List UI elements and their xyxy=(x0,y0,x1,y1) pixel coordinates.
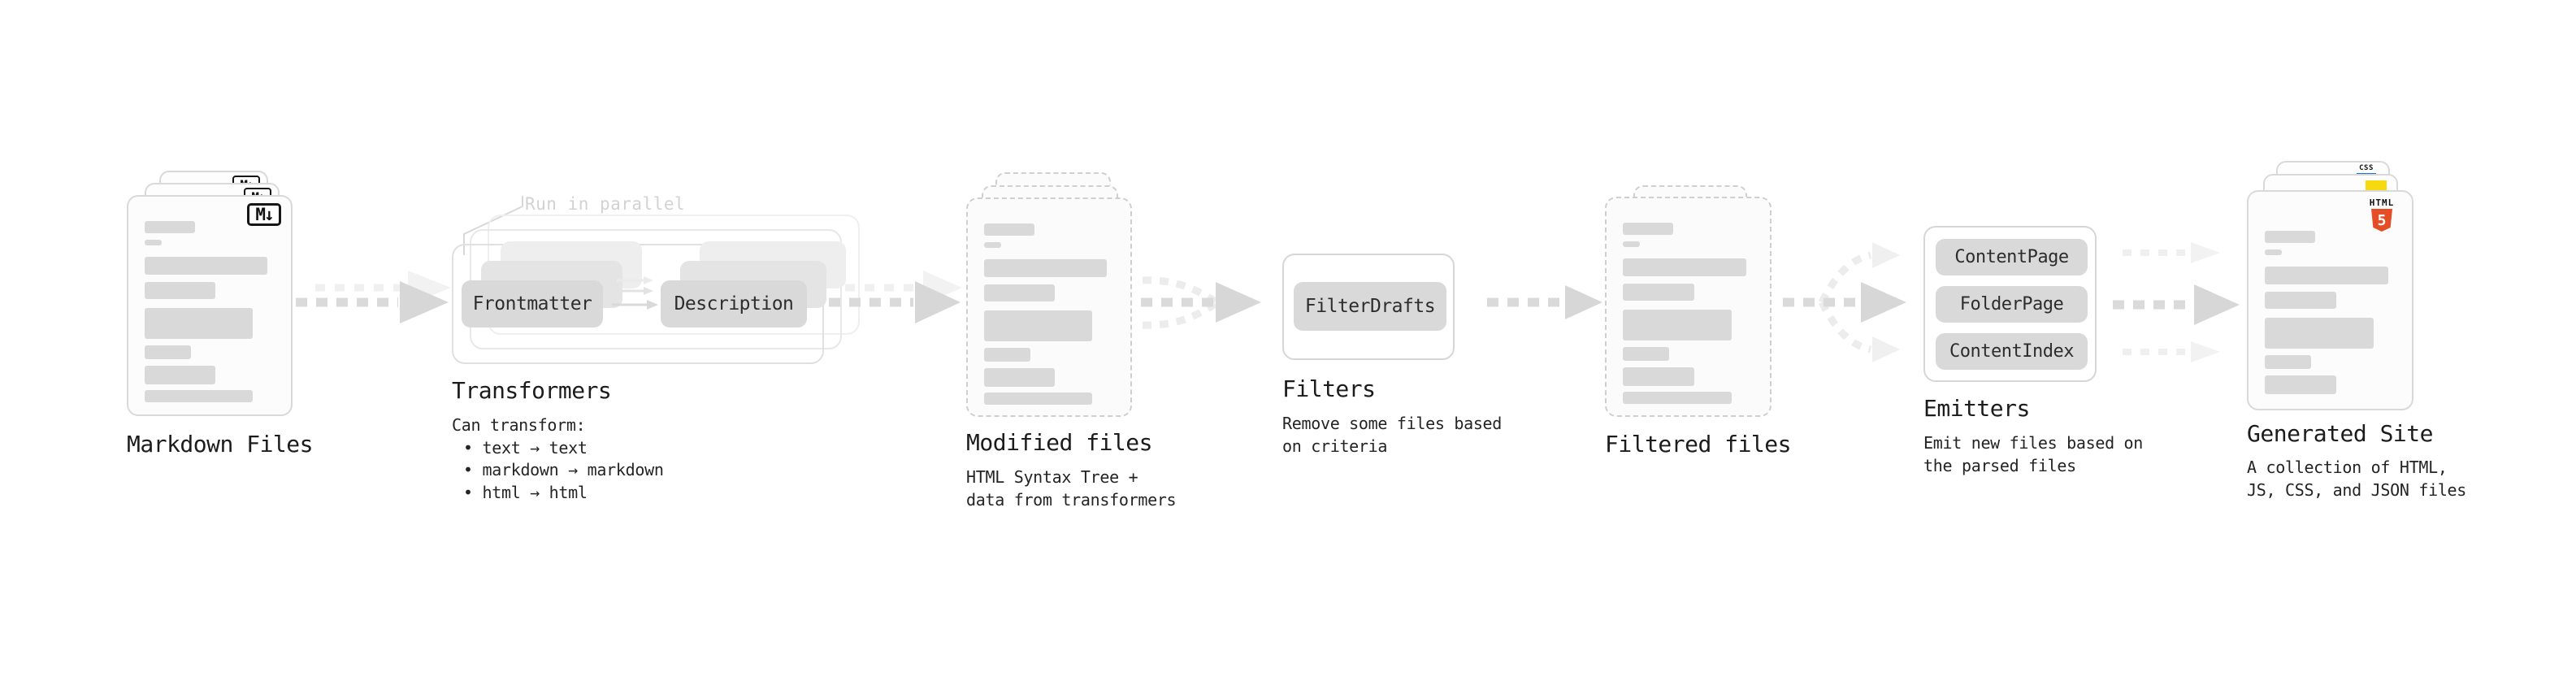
html5-icon: HTML 5 xyxy=(2363,198,2400,232)
text-line-placeholder xyxy=(984,284,1056,301)
arrow-filtered-to-emitters-fanout xyxy=(1783,242,1906,362)
doc-content-placeholder xyxy=(145,221,276,402)
filters-label: Filters xyxy=(1282,375,1376,402)
desc-line: Can transform: xyxy=(452,415,586,435)
generated-site-node: CSS HTML 5 xyxy=(2247,161,2413,410)
desc-line: the parsed files xyxy=(1923,455,2076,475)
generated-site-label: Generated Site xyxy=(2247,420,2434,447)
html5-icon-number: 5 xyxy=(2377,211,2387,229)
emitter-pill-contentpage: ContentPage xyxy=(1936,239,2088,275)
text-line-placeholder xyxy=(2265,267,2388,284)
arrow-modified-to-filters-merge xyxy=(1141,276,1261,329)
html5-icon-shield: 5 xyxy=(2371,209,2392,232)
css-icon-label: CSS xyxy=(2359,164,2374,172)
text-line-placeholder xyxy=(984,223,1034,236)
doc-content-placeholder xyxy=(984,223,1116,405)
generated-site-description: A collection of HTML, JS, CSS, and JSON … xyxy=(2247,457,2466,501)
text-line-placeholder xyxy=(984,259,1107,277)
modified-files-label: Modified files xyxy=(966,429,1153,456)
text-line-placeholder xyxy=(145,221,195,233)
text-line-placeholder xyxy=(1623,284,1695,301)
text-line-placeholder xyxy=(1623,392,1732,404)
transformer-pill-description: Description xyxy=(661,280,807,327)
js-icon xyxy=(2366,180,2387,191)
text-line-placeholder xyxy=(1623,241,1641,247)
html5-icon-label: HTML xyxy=(2369,197,2395,208)
arrow-transformers-to-modified xyxy=(829,271,962,323)
text-line-placeholder xyxy=(1623,347,1670,361)
desc-line: JS, CSS, and JSON files xyxy=(2247,479,2467,500)
emitters-node: ContentPage FolderPage ContentIndex xyxy=(1923,226,2097,382)
arrow-markdown-to-transformers xyxy=(296,271,451,323)
filters-node: FilterDrafts xyxy=(1282,254,1455,360)
arrow-filters-to-filtered xyxy=(1487,285,1602,319)
text-line-placeholder xyxy=(1623,367,1695,386)
desc-line: on criteria xyxy=(1282,436,1388,456)
text-line-placeholder xyxy=(984,368,1056,387)
emitter-pill-folderpage: FolderPage xyxy=(1936,286,2088,323)
desc-line: Emit new files based on xyxy=(1923,433,2144,453)
modified-files-node xyxy=(966,172,1132,417)
text-line-placeholder xyxy=(145,366,216,384)
transformers-description: Can transform: • text → text • markdown … xyxy=(452,414,664,504)
desc-line: A collection of HTML, xyxy=(2247,458,2448,477)
text-line-placeholder xyxy=(145,240,163,245)
markdown-files-node: M↓ M↓ M↓ xyxy=(127,171,293,416)
text-line-placeholder xyxy=(984,348,1030,362)
modified-file-card xyxy=(966,197,1132,417)
text-line-placeholder xyxy=(145,308,253,339)
text-line-placeholder xyxy=(2265,355,2312,369)
run-in-parallel-annotation: Run in parallel xyxy=(525,194,686,214)
text-line-placeholder xyxy=(2265,249,2283,255)
text-line-placeholder xyxy=(2265,231,2315,243)
filtered-file-card xyxy=(1605,197,1772,417)
text-line-placeholder xyxy=(1623,223,1673,235)
text-line-placeholder xyxy=(1623,258,1746,276)
text-line-placeholder xyxy=(1623,310,1732,340)
doc-content-placeholder xyxy=(1623,223,1755,404)
text-line-placeholder xyxy=(984,310,1092,341)
site-file-card-html: HTML 5 xyxy=(2247,190,2413,410)
parallel-flow-arrows-icon xyxy=(612,276,658,310)
desc-line: HTML Syntax Tree + xyxy=(966,467,1138,487)
text-line-placeholder xyxy=(2265,375,2337,394)
filtered-files-node xyxy=(1605,185,1772,417)
markdown-files-label: Markdown Files xyxy=(127,431,314,458)
desc-line: Remove some files based xyxy=(1282,414,1503,433)
text-line-placeholder xyxy=(145,390,253,402)
text-line-placeholder xyxy=(145,345,191,359)
transformer-pill-frontmatter: Frontmatter xyxy=(462,280,603,327)
modified-files-description: HTML Syntax Tree + data from transformer… xyxy=(966,466,1177,511)
filters-description: Remove some files based on criteria xyxy=(1282,413,1502,458)
text-line-placeholder xyxy=(145,257,267,275)
emitter-pill-contentindex: ContentIndex xyxy=(1936,333,2088,370)
transformers-label: Transformers xyxy=(452,377,612,404)
desc-bullet: • text → text xyxy=(463,437,588,458)
text-line-placeholder xyxy=(984,393,1092,405)
doc-content-placeholder xyxy=(2265,231,2397,400)
markdown-icon: M↓ xyxy=(247,203,281,226)
transformers-node: Frontmatter Description xyxy=(452,215,866,364)
text-line-placeholder xyxy=(2265,318,2374,349)
emitters-description: Emit new files based on the parsed files xyxy=(1923,432,2143,477)
text-line-placeholder xyxy=(2265,292,2337,309)
markdown-file-card: M↓ xyxy=(127,195,293,416)
desc-bullet: • html → html xyxy=(463,482,588,502)
filtered-files-label: Filtered files xyxy=(1605,431,1792,458)
desc-line: data from transformers xyxy=(966,489,1177,510)
emitters-label: Emitters xyxy=(1923,395,2030,422)
filter-pill-filterdrafts: FilterDrafts xyxy=(1294,282,1446,331)
text-line-placeholder xyxy=(984,242,1002,248)
desc-bullet: • markdown → markdown xyxy=(463,460,664,479)
arrow-emitters-to-site xyxy=(2113,242,2240,362)
text-line-placeholder xyxy=(145,282,216,299)
